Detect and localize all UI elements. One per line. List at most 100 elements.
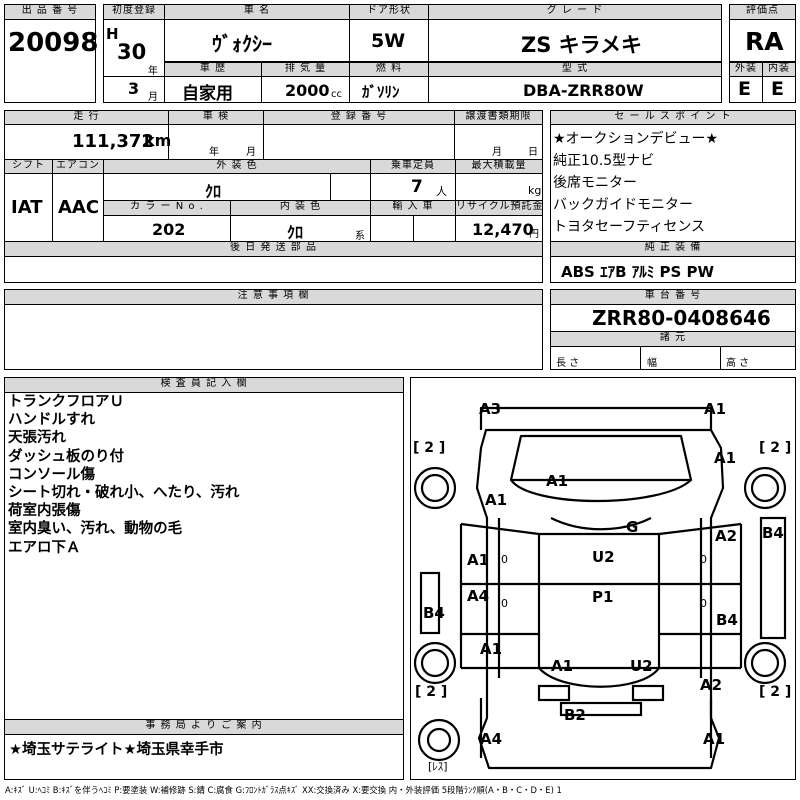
door-type: 5W — [371, 30, 406, 52]
car-name-header: 車 名 — [164, 4, 350, 20]
spare-tire-mark: [ﾚｽ] — [428, 760, 448, 773]
genuine-equipment-cell — [550, 256, 796, 283]
damage-mark: B4 — [716, 611, 738, 629]
genuine-equipment: ABS ｴｱB ｱﾙﾐ PS PW — [561, 263, 715, 281]
grade: ZS キラメキ — [521, 33, 643, 57]
first-reg-header: 初度登録 — [103, 4, 165, 20]
grade-cell — [428, 19, 722, 62]
max-load-unit: kg — [528, 184, 542, 197]
reg-no-header: 登 録 番 号 — [263, 110, 455, 125]
sales-point: バックガイドモニター — [553, 197, 693, 213]
car-name: ｳﾞｫｸｼｰ — [212, 32, 272, 56]
notes-header: 注 意 事 項 欄 — [4, 289, 543, 305]
lot-no-cell — [4, 19, 96, 103]
score-header: 評価点 — [729, 4, 796, 20]
damage-mark: B2 — [564, 706, 586, 724]
sales-points-header: セ ー ル ス ポ イ ン ト — [550, 110, 796, 125]
later-parts-header: 後 日 発 送 部 品 — [4, 241, 543, 257]
later-parts-cell — [4, 256, 543, 283]
shift-header: シフト — [4, 159, 53, 174]
inspector-note: シート切れ・破れ小、へたり、汚れ — [8, 485, 240, 502]
damage-mark: A1 — [480, 640, 503, 658]
color-no-header: カ ラ ー N o . — [103, 200, 231, 216]
damage-mark: A1 — [546, 472, 569, 490]
damage-mark: G — [626, 518, 639, 536]
transfer-header: 譲渡書類期限 — [454, 110, 543, 125]
interior-grade: E — [771, 78, 784, 100]
lot-no-header: 出 品 番 号 — [4, 4, 96, 20]
first-reg-month: 3 — [128, 79, 140, 98]
genuine-equipment-header: 純 正 装 備 — [550, 241, 796, 257]
interior-grade-header: 内装 — [762, 62, 796, 77]
mileage: 111,372 — [72, 131, 154, 152]
aircon: AAC — [58, 197, 100, 218]
tire-tread-mark: [ 2 ] — [759, 684, 792, 700]
notes-cell — [4, 304, 543, 370]
damage-mark: A1 — [714, 449, 737, 467]
inspector-note: エアロ下Ａ — [8, 539, 81, 556]
sales-point: 純正10.5型ナビ — [553, 153, 655, 169]
score-cell — [729, 19, 796, 62]
tire-tread-mark: [ 2 ] — [413, 440, 446, 456]
dim-width-label: 幅 — [647, 358, 657, 369]
model-code-header: 型 式 — [428, 62, 722, 77]
ext-color-header: 外 装 色 — [103, 159, 371, 174]
car-outline-diagram — [413, 406, 787, 770]
office-notice: ★埼玉サテライト★埼玉県幸手市 — [9, 742, 224, 758]
inspector-note: 室内臭い、汚れ、動物の毛 — [8, 521, 183, 538]
damage-mark: A2 — [700, 676, 723, 694]
dimensions-cell — [550, 346, 796, 370]
import-header: 輸 入 車 — [370, 200, 456, 216]
capacity-header: 乗車定員 — [370, 159, 456, 174]
inspector-note: ダッシュ板のり付 — [8, 448, 124, 465]
shift: IAT — [11, 197, 43, 218]
damage-mark: A1 — [467, 551, 490, 569]
damage-mark: A3 — [479, 400, 502, 418]
history: 自家用 — [182, 84, 233, 104]
door-header: ドア形状 — [349, 4, 429, 20]
inspector-note: コンソール傷 — [8, 466, 95, 483]
damage-mark: A1 — [703, 730, 726, 748]
damage-mark: B4 — [423, 604, 445, 622]
interior-grade-cell — [762, 76, 796, 103]
reg-no-cell — [263, 124, 455, 160]
office-notice-header: 事 務 局 よ り ご 案 内 — [4, 719, 404, 735]
inspector-note: 天張汚れ — [8, 430, 66, 447]
score: RA — [745, 27, 784, 56]
first-reg-year: 30 — [117, 40, 147, 64]
inspector-note: トランクフロアＵ — [8, 394, 124, 410]
exterior-grade: E — [738, 78, 751, 100]
damage-mark: P1 — [592, 588, 614, 606]
grade-header: グ レ ー ド — [428, 4, 722, 20]
transfer-day-unit: 日 — [528, 147, 538, 158]
legend: A:ｷｽﾞ U:ﾍｺﾐ B:ｷｽﾞを伴うﾍｺﾐ P:要塗装 W:補修跡 S:錆 … — [5, 785, 562, 795]
sales-points-list: ★オークションデビュー★ 純正10.5型ナビ 後席モニター バックガイドモニター… — [553, 128, 718, 238]
interior-color-unit: 系 — [355, 231, 365, 242]
damage-diagram — [410, 377, 796, 780]
damage-mark: U2 — [630, 657, 653, 675]
int-color-header: 内 装 色 — [230, 200, 371, 216]
inspection-year-unit: 年 — [209, 147, 219, 158]
sales-point: 後席モニター — [553, 175, 637, 191]
fuel: ｶﾞｿﾘﾝ — [362, 83, 400, 101]
inspector-header: 検 査 員 記 入 欄 — [4, 377, 404, 393]
office-notice-cell — [4, 734, 404, 780]
mileage-unit: km — [144, 131, 172, 150]
chassis-number: ZRR80-0408646 — [592, 306, 771, 330]
first-reg-month-unit: 月 — [148, 92, 158, 103]
capacity: 7 — [411, 177, 423, 197]
color-number: 202 — [152, 220, 186, 239]
damage-mark: A1 — [485, 491, 508, 509]
handle-mark: 0 — [501, 597, 508, 610]
handle-mark: 0 — [700, 553, 707, 566]
lot-number: 20098 — [8, 28, 99, 58]
dimensions-header: 諸 元 — [550, 331, 796, 347]
aircon-header: エアコン — [52, 159, 104, 174]
inspection-month-unit: 月 — [246, 147, 256, 158]
damage-mark: A4 — [480, 730, 503, 748]
max-load-header: 最大積載量 — [455, 159, 543, 174]
damage-mark: A1 — [704, 400, 727, 418]
damage-mark: A2 — [715, 527, 738, 545]
displacement-unit: cc — [331, 89, 342, 100]
first-reg-year-unit: 年 — [148, 66, 158, 77]
